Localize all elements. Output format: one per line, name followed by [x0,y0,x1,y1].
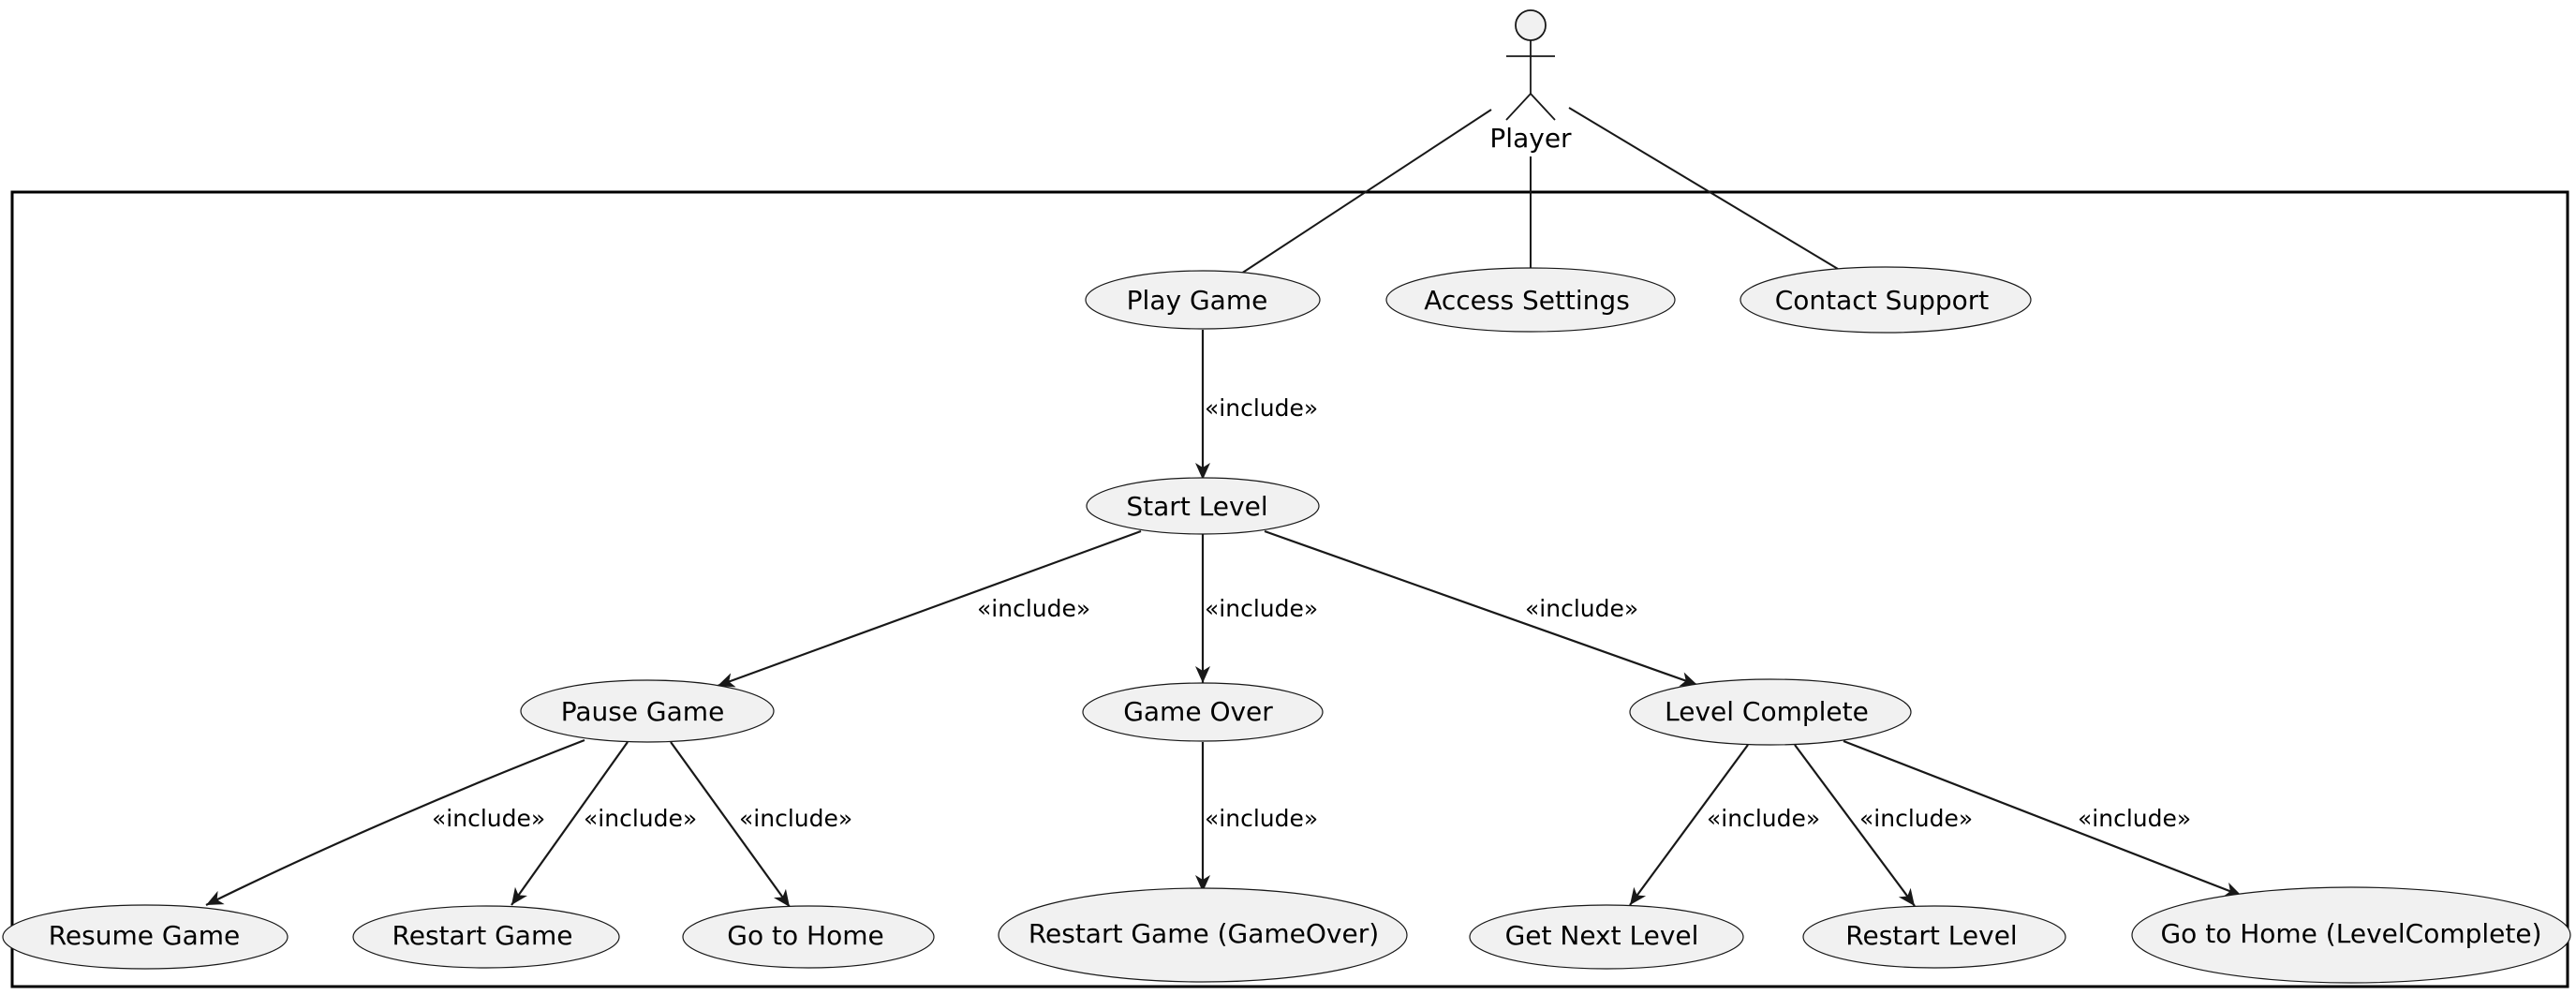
include-arrow [1629,744,1749,906]
use-case-label: Get Next Level [1505,920,1699,951]
player-actor[interactable]: Player [1489,9,1572,154]
relation-level-complete-restart-level: «include» [1794,744,1973,907]
use-case-label: Start Level [1126,491,1267,522]
use-case-access-settings[interactable]: Access Settings [1385,267,1676,333]
relation-start-level-level-complete: «include» [1264,529,1698,687]
use-case-label: Game Over [1123,696,1273,727]
use-case-label: Restart Game [392,920,573,951]
association-contact-support [1568,107,1839,270]
include-arrow [717,529,1142,688]
actor-head-icon [1515,9,1547,41]
include-arrow [670,741,791,908]
use-case-label: Access Settings [1424,285,1630,316]
use-case-label: Level Complete [1665,696,1869,727]
include-arrow [511,741,629,906]
include-label: «include» [1525,595,1638,622]
use-case-game-over[interactable]: Game Over [1082,682,1324,742]
use-case-restart-game[interactable]: Restart Game [352,905,620,969]
use-case-restart-level[interactable]: Restart Level [1802,905,2066,969]
include-label: «include» [977,595,1090,622]
system-boundary [10,190,2569,988]
include-arrow [1843,739,2243,898]
relation-pause-game-restart-game: «include» [511,741,697,906]
relation-level-complete-go-to-home-levelcomplete: «include» [1843,739,2243,898]
include-label: «include» [739,805,852,832]
use-case-label: Go to Home (LevelComplete) [2160,918,2541,949]
use-case-restart-game-gameover[interactable]: Restart Game (GameOver) [998,887,1408,983]
use-case-contact-support[interactable]: Contact Support [1740,266,2032,334]
include-label: «include» [1205,394,1318,422]
use-case-label: Go to Home [727,920,883,951]
include-label: «include» [1205,805,1318,832]
relation-play-game-start-level: «include» [1195,330,1318,480]
use-case-play-game[interactable]: Play Game [1085,270,1321,330]
use-case-start-level[interactable]: Start Level [1086,477,1320,535]
relation-start-level-pause-game: «include» [717,529,1142,688]
include-label: «include» [1859,805,1973,832]
use-case-get-next-level[interactable]: Get Next Level [1469,904,1744,970]
relation-start-level-game-over: «include» [1195,534,1318,683]
use-case-go-to-home[interactable]: Go to Home [682,905,935,969]
use-case-go-to-home-levelcomplete[interactable]: Go to Home (LevelComplete) [2131,886,2571,984]
actor-left-leg [1505,93,1532,121]
include-label: «include» [2078,805,2191,832]
include-label: «include» [1205,595,1318,622]
include-arrow [1794,744,1916,907]
relation-pause-game-resume-game: «include» [205,738,585,906]
include-arrow [1264,529,1698,687]
actor-name: Player [1489,123,1572,154]
association-play-game [1240,109,1492,275]
use-case-resume-game[interactable]: Resume Game [2,904,289,970]
use-case-pause-game[interactable]: Pause Game [520,679,775,743]
use-case-label: Contact Support [1775,285,1990,316]
use-case-label: Restart Level [1845,920,2017,951]
actor-right-leg [1530,93,1556,121]
use-case-level-complete[interactable]: Level Complete [1629,678,1912,746]
relation-level-complete-get-next-level: «include» [1629,744,1820,906]
include-label: «include» [584,805,697,832]
use-case-label: Resume Game [49,920,241,951]
include-label: «include» [1707,805,1820,832]
use-case-label: Restart Game (GameOver) [1029,918,1379,949]
include-label: «include» [432,805,545,832]
use-case-label: Pause Game [561,696,725,727]
relation-game-over-restart-game-gameover: «include» [1195,742,1318,892]
include-arrow [205,738,585,906]
relation-pause-game-go-to-home: «include» [670,741,852,908]
use-case-label: Play Game [1127,285,1268,316]
